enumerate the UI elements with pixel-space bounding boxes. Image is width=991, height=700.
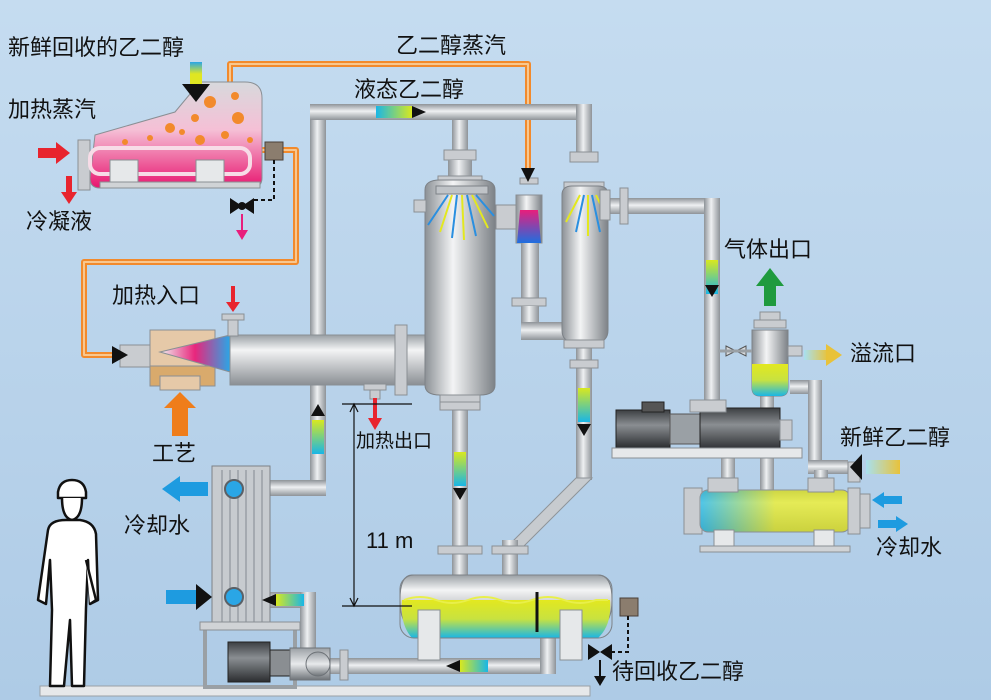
flow-arrows [38,62,908,672]
floor-slab [39,685,591,697]
label-cooling-water-right: 冷却水 [876,536,943,561]
label-height: 11 m [366,528,414,553]
label-overflow: 溢流口 [850,342,917,367]
label-process: 工艺 [152,442,197,467]
liquid-glycol-pipe [255,104,848,674]
plate-heat-exchanger [199,465,301,689]
label-fresh-recovered-glycol: 新鲜回收的乙二醇 [8,36,185,61]
vapor-spray-nozzle [495,177,571,340]
glycol-cooler [683,461,871,553]
label-fresh-glycol: 新鲜乙二醇 [840,426,951,451]
secondary-vessel [561,151,629,369]
height-dimension [342,402,412,608]
label-glycol-vapor: 乙二醇蒸汽 [396,34,507,59]
label-cooling-water-left: 冷却水 [124,514,191,539]
worker-figure [36,478,100,688]
reboiler [77,81,284,240]
label-heating-steam: 加热蒸汽 [8,98,97,123]
right-pump [611,399,803,459]
label-gas-outlet: 气体出口 [724,238,813,263]
label-condensate: 冷凝液 [26,210,93,235]
label-glycol-to-recover: 待回收乙二醇 [612,660,745,685]
label-heating-inlet: 加热入口 [112,284,201,309]
circulation-pump [227,641,349,683]
gas-separator [718,311,803,397]
thermo-compressor [119,313,428,400]
collection-tank [399,545,639,686]
label-liquid-glycol: 液态乙二醇 [354,78,465,103]
label-heating-outlet: 加热出口 [356,430,433,452]
separator-column [413,149,496,411]
